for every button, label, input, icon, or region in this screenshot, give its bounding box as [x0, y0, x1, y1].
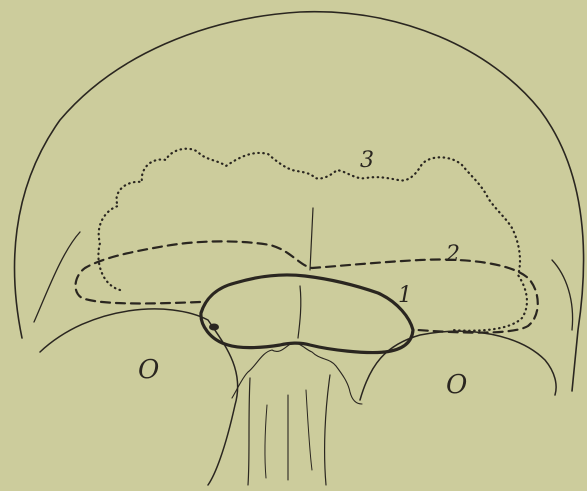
nasal-bone-right [325, 375, 330, 485]
label-outline-2: 2 [445, 242, 460, 267]
skull-inner-contour-left [34, 232, 80, 322]
outline-1-marker [209, 324, 219, 331]
midline-lower [298, 286, 301, 338]
label-outline-1: 1 [398, 283, 412, 308]
nasal-line-right [306, 390, 312, 470]
left-orbit-outline [40, 309, 238, 485]
label-right-orbit: O [446, 370, 467, 400]
label-outline-3: 3 [360, 148, 374, 173]
label-left-orbit: O [138, 355, 159, 385]
outline-1-solid [201, 275, 413, 353]
skull-inner-contour-right [552, 260, 573, 330]
nasal-bone-left [248, 378, 250, 485]
nasal-line-left [265, 405, 267, 478]
midline [310, 208, 313, 270]
outline-2-dashed [76, 241, 538, 332]
